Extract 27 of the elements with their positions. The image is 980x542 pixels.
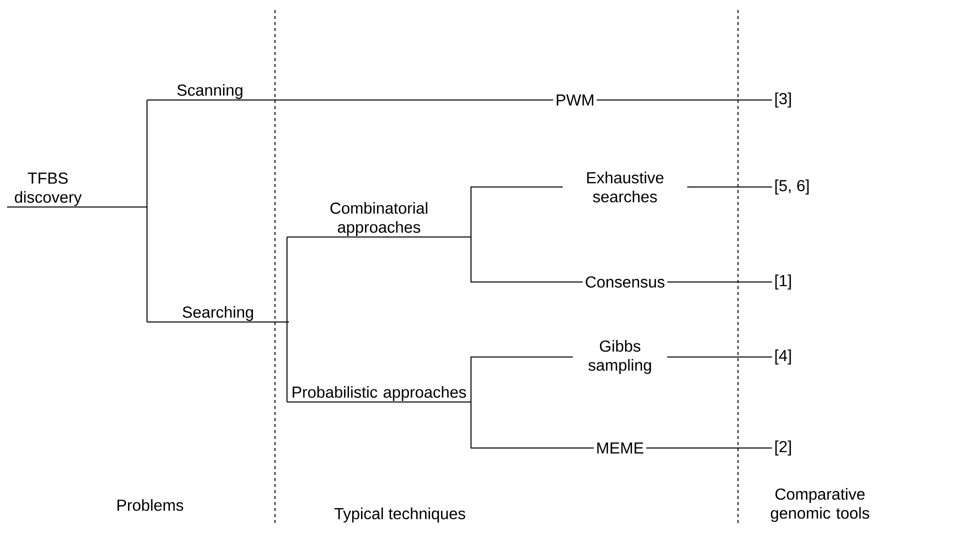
tree-branch: [88, 206, 148, 322]
tree-branch: [286, 236, 290, 322]
column-heading: Comparative genomic tools: [770, 488, 870, 522]
technique-label: Consensus: [586, 276, 664, 288]
technique-label: PWM: [556, 94, 594, 106]
tree-branch: [686, 186, 772, 188]
citation-label: [5, 6]: [775, 180, 809, 194]
citation-label: [2]: [775, 440, 791, 456]
branch-label: Scanning: [146, 84, 274, 100]
branch-label: TFBS discovery: [6, 172, 90, 208]
tree-branch: [470, 186, 564, 238]
citation-label: [4]: [775, 350, 791, 364]
tree-branch: [470, 236, 584, 282]
citation-label: [1]: [775, 274, 791, 290]
citation-label: [3]: [775, 92, 791, 108]
branch-label: Combinatorial approaches: [286, 202, 472, 238]
technique-label: Exhaustive searches: [587, 172, 664, 202]
tree-branch: [470, 356, 574, 402]
column-heading: Typical techniques: [334, 508, 466, 522]
branch-label: Searching: [146, 306, 290, 322]
tree-branch: [470, 402, 594, 448]
tree-branch: [286, 322, 290, 402]
tree-branch: [666, 356, 772, 358]
column-heading: Problems: [118, 499, 184, 511]
technique-label: MEME: [597, 442, 644, 454]
branch-label: Probabilistic approaches: [286, 386, 472, 402]
technique-label: Gibbs sampling: [588, 340, 651, 374]
